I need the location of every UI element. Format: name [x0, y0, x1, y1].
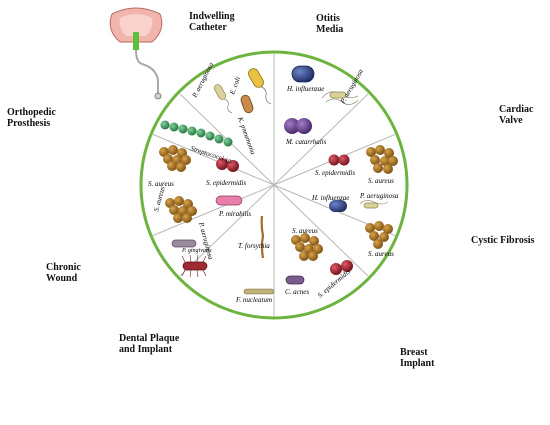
sector-cystic: H. influenzae P. aeruginosa S. aureus	[311, 192, 399, 258]
org-label: H. influenzae	[286, 85, 324, 93]
p-aeruginosa-cell	[359, 200, 389, 209]
streptococci-chain	[160, 120, 233, 147]
sector-dental: T. forsythia P. gingivalis F. nucleatum	[181, 215, 275, 304]
org-label: S. aureus	[368, 250, 394, 258]
org-label: S. aureus	[292, 227, 318, 235]
f-nucleatum-cell	[243, 288, 275, 295]
m-catarrhalis-cell	[296, 118, 312, 134]
org-label: S. epidermidis	[206, 179, 246, 187]
org-label: M. catarrhalis	[285, 138, 327, 146]
c-acnes-cell	[285, 275, 305, 285]
sector-wound: S. aureus P. mirabilis P. aeruginosa	[152, 185, 251, 261]
p-mirabilis-cell	[215, 195, 243, 206]
h-influenzae-cell	[291, 65, 315, 83]
s-aureus-cluster	[159, 145, 191, 172]
p-aeruginosa-cell	[213, 84, 233, 114]
site-label-breast: Breast Implant	[400, 347, 435, 369]
s-epidermidis-cell	[328, 154, 340, 166]
p-aeruginosa-cell	[321, 91, 359, 105]
site-label-wound: Chronic Wound	[46, 262, 81, 284]
org-label: S. aureus	[368, 177, 394, 185]
m-catarrhalis-cell	[284, 118, 300, 134]
site-label-catheter: Indwelling Catheter	[189, 11, 235, 33]
s-epidermidis-cell	[216, 158, 228, 170]
s-aureus-cluster	[366, 145, 398, 174]
s-aureus-cluster	[291, 233, 323, 261]
organism-wheel: E. coli P. aeruginosa K. pneumonia H. in…	[139, 50, 409, 320]
sector-cardiac: S. epidermidis S. aureus	[315, 145, 398, 185]
org-label: P. gingivalis	[181, 248, 212, 254]
s-epidermidis-cell	[330, 263, 342, 275]
site-label-cystic: Cystic Fibrosis	[471, 235, 535, 246]
org-label: P. aeruginosa	[359, 192, 399, 200]
s-epidermidis-cell	[227, 160, 239, 172]
s-epidermidis-cell	[341, 260, 353, 272]
site-label-dental: Dental Plaque and Implant	[119, 333, 180, 355]
site-label-otitis: Otitis Media	[316, 13, 344, 35]
h-influenzae-cell	[329, 200, 347, 212]
site-label-cardiac: Cardiac Valve	[499, 104, 534, 126]
org-label: S. epidermidis	[315, 169, 355, 177]
org-label: S. aureus	[148, 180, 174, 188]
e-coli-cell	[248, 68, 272, 105]
s-epidermidis-cell	[338, 154, 350, 166]
org-label: T. forsythia	[238, 242, 270, 250]
k-pneumonia-cell	[240, 94, 254, 114]
s-aureus-cluster	[365, 221, 393, 249]
org-label: P. mirabilis	[218, 210, 251, 218]
p-aeruginosa-cell	[171, 239, 197, 248]
org-label: H. influenzae	[311, 194, 349, 202]
site-label-ortho: Orthopedic Prosthesis	[7, 107, 56, 129]
catheter-illustration	[109, 7, 163, 100]
s-aureus-cluster	[165, 196, 197, 223]
sector-ortho: Streptococci sp. S. aureus S. epidermidi…	[148, 120, 246, 188]
org-label: C. acnes	[285, 288, 309, 296]
p-gingivalis-cell	[181, 254, 208, 278]
t-forsythia-cell	[260, 215, 265, 259]
org-label: F. nucleatum	[235, 296, 272, 304]
